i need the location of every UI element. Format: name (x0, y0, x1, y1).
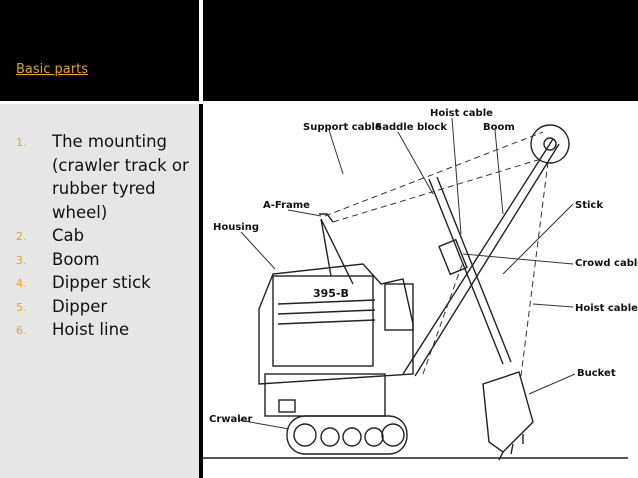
list-item: 3. Boom (16, 248, 196, 272)
dipper-stick (428, 178, 504, 365)
excavator-drawing: 395-B (203, 108, 638, 461)
support-cable-line (324, 131, 544, 217)
list-item: 2. Cab (16, 224, 196, 248)
slide-title-area: Basic parts (0, 0, 199, 101)
crawler-track (286, 415, 408, 455)
label-hoist-cable-right: Hoist cable (575, 303, 638, 314)
bucket (482, 371, 534, 453)
slide-title: Basic parts (16, 62, 88, 77)
cab-window (384, 283, 414, 331)
a-frame (319, 213, 354, 285)
label-hoist-cable-top: Hoist cable (430, 108, 493, 119)
label-crawler: Crwaler (209, 414, 252, 425)
housing-stripes (277, 299, 376, 325)
saddle-block (438, 238, 468, 276)
list-number: 6. (16, 324, 27, 337)
label-crowd-cable: Crowd cable (575, 258, 638, 269)
list-number: 3. (16, 253, 27, 267)
counterweight-block (278, 399, 296, 413)
list-item: 5. Dipper (16, 295, 196, 319)
leader-lines (238, 117, 576, 430)
horizontal-divider (0, 101, 638, 104)
stick-edge (436, 176, 512, 363)
list-text: Hoist line (52, 320, 130, 339)
list-text: Cab (52, 226, 85, 245)
list-text: Dipper stick (52, 273, 151, 292)
list-number: 5. (16, 300, 27, 314)
list-number: 4. (16, 277, 27, 290)
label-boom: Boom (483, 122, 515, 133)
list-text: Dipper (52, 296, 108, 316)
list-item: 4. Dipper stick (16, 271, 196, 295)
crowd-cable-line (422, 261, 464, 375)
label-support-cable: Support cable (303, 122, 382, 133)
label-stick: Stick (575, 200, 603, 211)
bucket-teeth (498, 434, 524, 461)
parts-list-panel: 1. The mounting (crawler track or rubber… (0, 104, 199, 478)
list-text: Boom (52, 249, 100, 269)
sheave-hub (543, 137, 557, 151)
list-number: 2. (16, 230, 27, 243)
label-housing: Housing (213, 222, 259, 233)
boom-upper (414, 143, 560, 377)
boom-lower (402, 138, 554, 375)
housing-panel (272, 275, 374, 367)
vertical-divider (199, 0, 203, 101)
crawler-wheels (293, 423, 405, 447)
parts-list: 1. The mounting (crawler track or rubber… (16, 130, 196, 342)
hoist-cable-line (520, 161, 549, 377)
lower-frame (264, 373, 386, 417)
model-label: 395-B (313, 287, 349, 300)
label-a-frame: A-Frame (263, 200, 310, 211)
label-bucket: Bucket (577, 368, 616, 379)
header-black-area (203, 0, 638, 101)
list-item: 6. Hoist line (16, 318, 196, 342)
list-text: The mounting (crawler track or rubber ty… (52, 132, 189, 222)
boom-sheave (530, 124, 570, 164)
support-cable-line-2 (332, 158, 542, 223)
excavator-diagram: 395-B (203, 104, 638, 478)
list-item: 1. The mounting (crawler track or rubber… (16, 130, 196, 224)
list-number: 1. (16, 136, 27, 149)
label-saddle-block: Saddle block (375, 122, 447, 133)
